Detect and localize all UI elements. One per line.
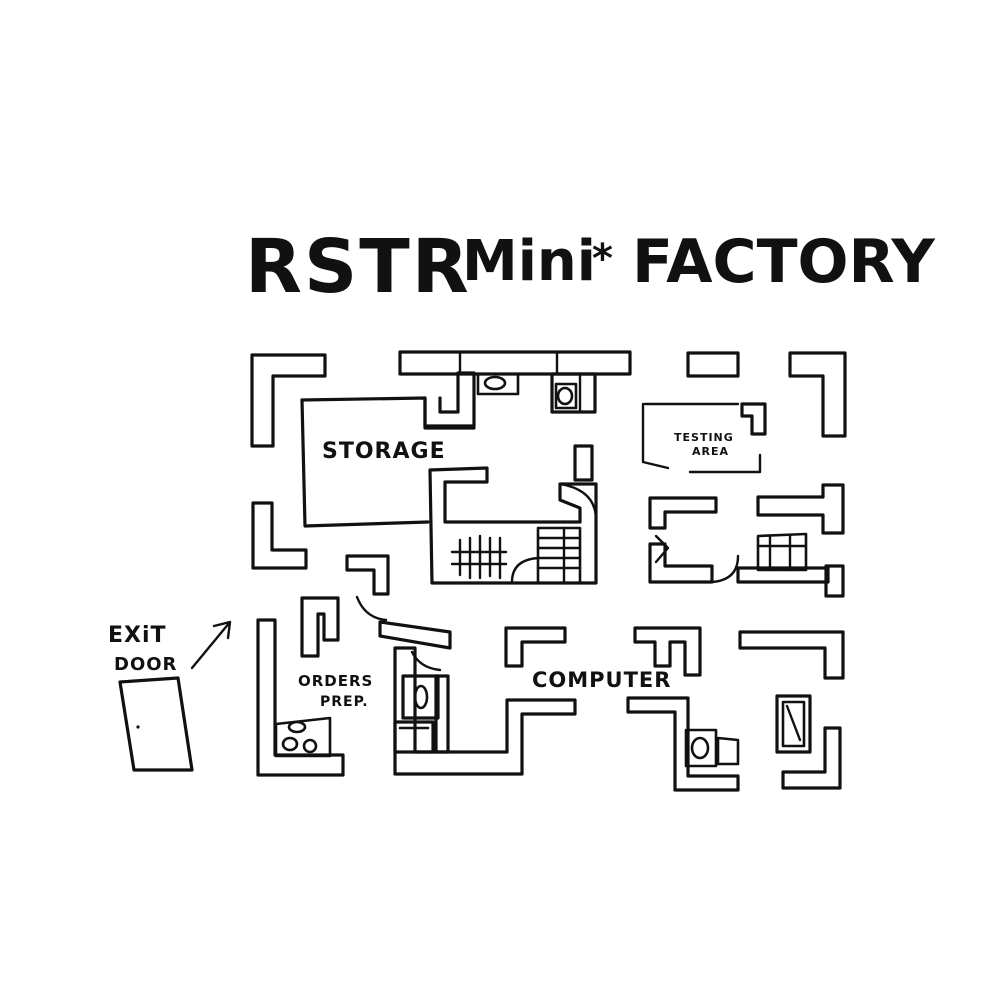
chair — [684, 728, 718, 768]
wall-orders — [256, 618, 345, 777]
stair-door-arc — [510, 556, 540, 584]
wall-right-middle — [756, 483, 845, 535]
wall-computer-top-right — [633, 626, 702, 677]
center-room-walls — [428, 466, 598, 585]
exit-label-line1: EXiT — [108, 623, 167, 648]
wall-bottom-right-top — [738, 630, 845, 680]
right-middle-room — [648, 496, 845, 598]
wall-computer-bottom — [393, 646, 577, 776]
right-room-walls — [648, 496, 718, 530]
orders-prep: ORDERS PREP. — [274, 672, 373, 758]
wall-top-right — [788, 351, 847, 438]
storage-walls — [300, 371, 476, 428]
exit-label-line2: DOOR — [114, 654, 177, 675]
top-pillar — [550, 372, 597, 414]
bottom-right-furniture — [684, 694, 812, 768]
lower-corridor — [300, 554, 452, 672]
testing-label-line2: AREA — [692, 445, 729, 458]
testing-area: TESTING AREA — [641, 402, 767, 474]
title-brand: RSTR — [245, 224, 471, 310]
wall-computer-top-left — [504, 626, 567, 668]
tall-cabinet — [775, 694, 812, 754]
orders-label-line2: PREP. — [320, 694, 369, 710]
orders-label-line1: ORDERS — [298, 672, 373, 690]
storage-label: STORAGE — [322, 439, 446, 464]
title-mini: Mini — [462, 229, 596, 294]
plan-title: RSTR Mini * FACTORY — [245, 224, 936, 310]
shelving-unit — [756, 532, 808, 572]
corridor-walls — [345, 554, 390, 596]
wall-bottom-right-room — [626, 696, 740, 792]
exit-arrow — [190, 620, 232, 670]
exit-door — [118, 676, 194, 772]
stair-treads-right — [536, 526, 582, 585]
exit-door-group: EXiT DOOR — [108, 620, 232, 772]
title-factory: FACTORY — [632, 227, 936, 297]
top-fixtures — [476, 372, 597, 414]
computer-label: COMPUTER — [532, 668, 671, 692]
title-separator: * — [592, 236, 613, 282]
wall-left-middle — [251, 501, 308, 570]
storage-room: STORAGE — [300, 371, 476, 528]
testing-label-line1: TESTING — [674, 431, 734, 444]
wall-top-center — [398, 350, 632, 376]
stairs-room — [428, 444, 598, 585]
walls — [250, 350, 847, 792]
computer-cabinet — [401, 674, 440, 720]
orders-table — [274, 716, 332, 758]
wall-bottom-right-corner — [781, 726, 842, 790]
lamp-fixture — [476, 372, 520, 396]
wall-top-left — [250, 353, 327, 448]
testing-area-outline — [641, 402, 762, 474]
computer-area: COMPUTER — [393, 668, 671, 754]
wall-top-right-block — [686, 351, 740, 378]
